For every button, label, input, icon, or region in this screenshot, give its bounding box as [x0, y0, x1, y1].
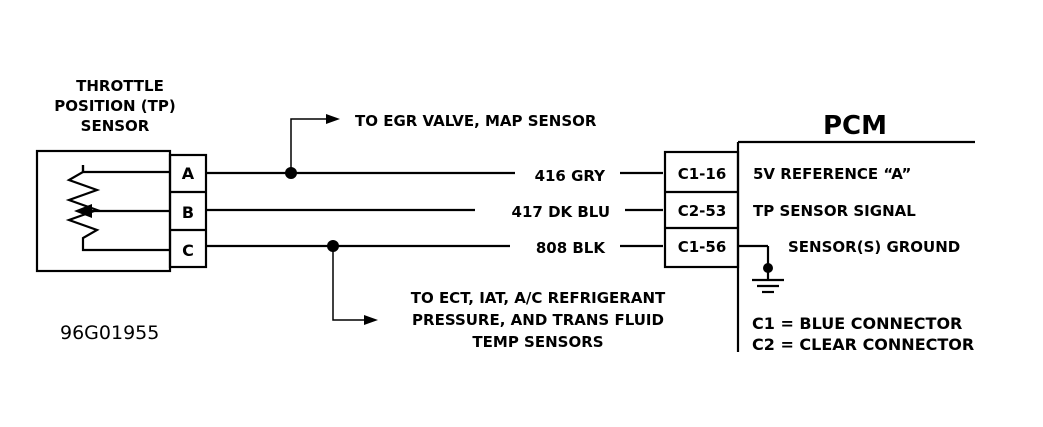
branch-bottom-line-3: TEMP SENSORS [472, 333, 603, 351]
wire-label-808-blk: 808 BLK [536, 239, 607, 257]
resistor-symbol [65, 165, 101, 246]
tp-sensor [35, 149, 208, 273]
branch-top-label: TO EGR VALVE, MAP SENSOR [355, 112, 597, 130]
branch-bottom-line-1: TO ECT, IAT, A/C REFRIGERANT [411, 289, 666, 307]
pin-b-label: B [182, 203, 194, 222]
legend-c2: C2 = CLEAR CONNECTOR [752, 335, 974, 354]
pcm-function-tp-signal: TP SENSOR SIGNAL [753, 202, 916, 220]
legend-c1: C1 = BLUE CONNECTOR [752, 314, 962, 333]
sensor-title-line-1: THROTTLE [76, 77, 164, 95]
arrow-right-icon [364, 315, 378, 325]
wiper-arrow-icon [74, 204, 92, 218]
pcm-title: PCM [823, 111, 887, 141]
sensor-title-line-3: SENSOR [81, 117, 150, 135]
ground-icon [738, 244, 784, 294]
pcm-function-5v-reference: 5V REFERENCE “A” [753, 165, 911, 183]
arrow-right-icon [326, 114, 340, 124]
wire-label-417-dk-blu: 417 DK BLU [512, 203, 610, 221]
wire-808-blk [206, 240, 663, 325]
pin-a-label: A [182, 164, 195, 183]
pin-c-label: C [182, 241, 194, 260]
connector-c1-16: C1-16 [678, 165, 727, 183]
figure-id: 96G01955 [60, 322, 159, 344]
pcm-function-sensor-ground: SENSOR(S) GROUND [788, 238, 960, 256]
wire-416-gry [206, 114, 663, 179]
connector-c2-53: C2-53 [678, 202, 727, 220]
connector-c1-56: C1-56 [678, 238, 727, 256]
wire-label-416-gry: 416 GRY [535, 167, 607, 185]
sensor-title-line-2: POSITION (TP) [54, 97, 175, 115]
branch-bottom-line-2: PRESSURE, AND TRANS FLUID [412, 311, 664, 329]
